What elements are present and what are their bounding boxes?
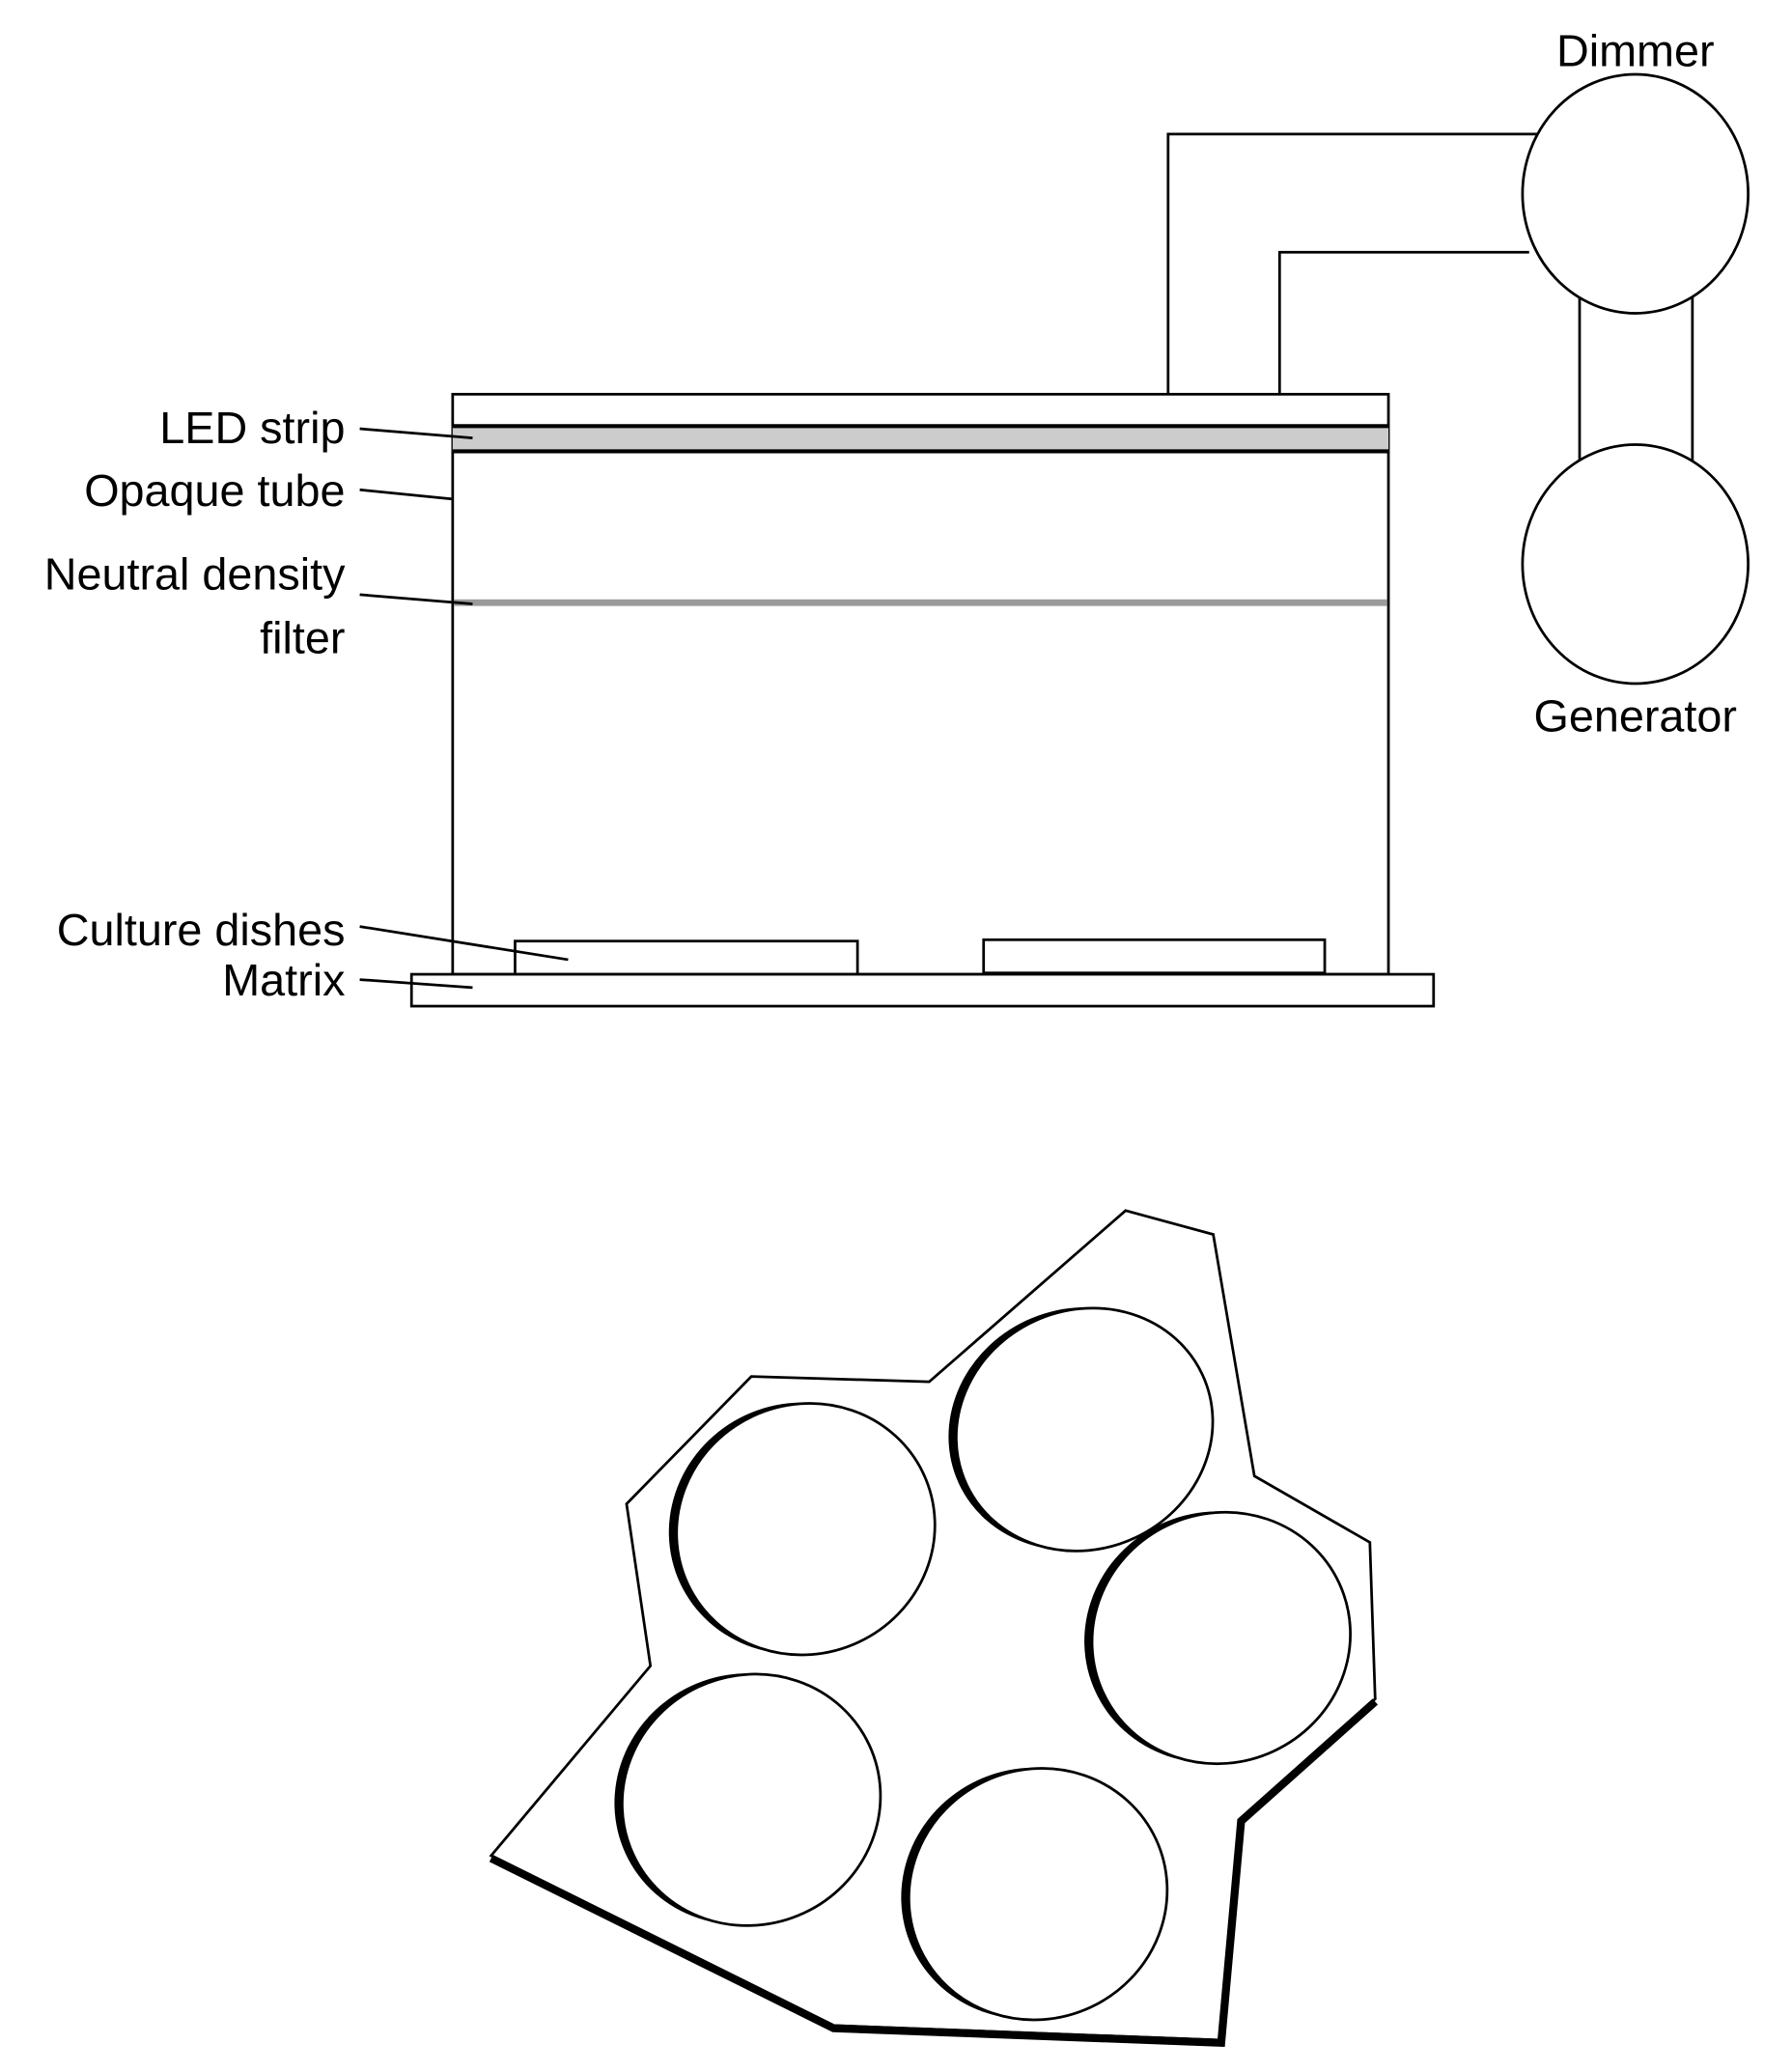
opaque-tube bbox=[451, 392, 1390, 976]
label-nd-filter-1: Neutral density bbox=[44, 548, 346, 599]
leader-opaque-tube bbox=[359, 488, 453, 501]
dish-2 bbox=[948, 1306, 1215, 1553]
wire-inner bbox=[1277, 250, 1529, 395]
label-led-strip: LED strip bbox=[159, 403, 345, 453]
labels: LED strip Opaque tube Neutral density fi… bbox=[44, 26, 1737, 1005]
leader-culture-dishes bbox=[359, 925, 569, 962]
leader-matrix bbox=[359, 978, 473, 990]
leader-led-strip bbox=[359, 427, 473, 440]
dimmer-circle bbox=[1521, 72, 1750, 315]
label-dimmer: Dimmer bbox=[1556, 26, 1715, 76]
label-opaque-tube: Opaque tube bbox=[84, 465, 345, 516]
dish-5 bbox=[901, 1767, 1169, 2022]
leader-nd-filter bbox=[359, 593, 473, 605]
culture-dish-right bbox=[982, 938, 1327, 975]
wire-outer bbox=[1166, 132, 1538, 395]
label-matrix: Matrix bbox=[222, 955, 345, 1005]
matrix-perspective bbox=[489, 1209, 1379, 2048]
label-generator: Generator bbox=[1534, 690, 1737, 741]
led-strip bbox=[452, 426, 1389, 452]
matrix-base bbox=[409, 972, 1436, 1008]
dish-1 bbox=[668, 1402, 937, 1657]
label-nd-filter-2: filter bbox=[260, 612, 345, 662]
side-view bbox=[359, 72, 1750, 1008]
matrix-plate-thick-edge bbox=[489, 1698, 1379, 2048]
dish-4 bbox=[614, 1672, 882, 1927]
dish-3 bbox=[1084, 1510, 1352, 1766]
culture-dish-left bbox=[514, 939, 859, 976]
generator-circle bbox=[1521, 443, 1750, 686]
label-culture-dishes: Culture dishes bbox=[57, 905, 346, 955]
